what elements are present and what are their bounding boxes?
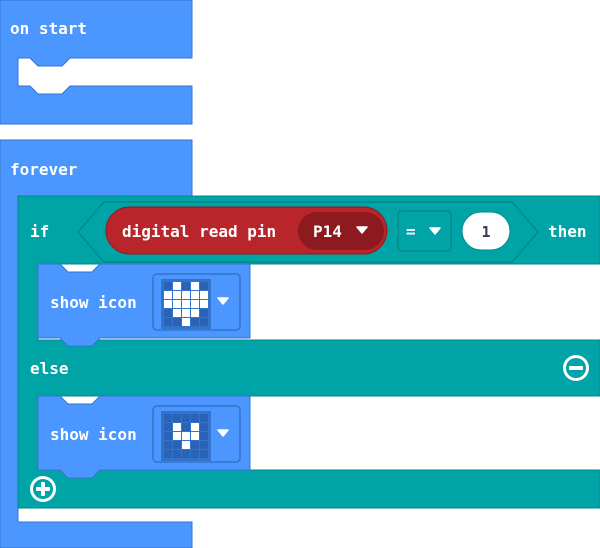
add-else-if-button[interactable] [30, 476, 56, 502]
led-off [164, 414, 172, 422]
led-on [182, 291, 190, 299]
led-on [182, 300, 190, 308]
led-on [182, 309, 190, 317]
led-off [200, 432, 208, 440]
show-icon-block-then[interactable]: show icon [37, 263, 251, 347]
pin-value: P14 [313, 222, 342, 241]
small-heart-icon [161, 411, 211, 461]
led-off [200, 423, 208, 431]
led-on [191, 423, 199, 431]
led-off [200, 450, 208, 458]
led-on [182, 441, 190, 449]
remove-else-button[interactable] [563, 355, 589, 381]
forever-block[interactable]: forever [0, 139, 193, 548]
pin-dropdown[interactable]: P14 [298, 212, 384, 250]
led-off [164, 423, 172, 431]
led-on [173, 282, 181, 290]
operator-dropdown[interactable]: = [397, 210, 452, 252]
chevron-down-icon [217, 429, 229, 437]
plus-icon [36, 482, 50, 496]
on-start-block[interactable]: on start [0, 0, 193, 125]
compare-value-input[interactable]: 1 [461, 211, 511, 251]
led-on [200, 291, 208, 299]
led-off [200, 414, 208, 422]
led-off [200, 309, 208, 317]
on-start-label: on start [10, 19, 87, 38]
chevron-down-icon [429, 227, 441, 235]
then-label: then [548, 222, 587, 241]
led-off [173, 441, 181, 449]
led-off [182, 414, 190, 422]
led-off [182, 450, 190, 458]
led-on [182, 318, 190, 326]
led-off [200, 318, 208, 326]
led-on [191, 309, 199, 317]
led-on [173, 423, 181, 431]
compare-value: 1 [481, 223, 490, 241]
led-off [164, 282, 172, 290]
led-on [173, 300, 181, 308]
digital-read-pin-label: digital read pin [122, 222, 276, 241]
led-on [173, 309, 181, 317]
led-off [182, 423, 190, 431]
led-off [164, 309, 172, 317]
if-label: if [30, 222, 49, 241]
chevron-down-icon [217, 297, 229, 305]
led-on [200, 300, 208, 308]
led-off [164, 441, 172, 449]
chevron-down-icon [356, 226, 368, 234]
icon-dropdown[interactable] [152, 273, 241, 331]
led-off [164, 432, 172, 440]
led-on [164, 291, 172, 299]
led-off [191, 318, 199, 326]
led-on [191, 282, 199, 290]
if-else-block[interactable]: if then else digital read pin [17, 195, 600, 509]
else-label: else [30, 359, 69, 378]
minus-icon [569, 366, 583, 370]
led-off [191, 450, 199, 458]
show-icon-label: show icon [50, 425, 137, 444]
led-off [200, 441, 208, 449]
led-on [164, 300, 172, 308]
led-off [182, 282, 190, 290]
led-off [191, 441, 199, 449]
operator-value: = [406, 222, 416, 241]
forever-label: forever [10, 160, 77, 179]
led-on [173, 291, 181, 299]
led-off [173, 318, 181, 326]
led-off [191, 414, 199, 422]
show-icon-block-else[interactable]: show icon [37, 395, 251, 479]
led-off [173, 414, 181, 422]
led-on [173, 432, 181, 440]
led-off [173, 450, 181, 458]
led-on [182, 432, 190, 440]
icon-dropdown[interactable] [152, 405, 241, 463]
led-off [164, 450, 172, 458]
led-off [164, 318, 172, 326]
led-off [200, 282, 208, 290]
show-icon-label: show icon [50, 293, 137, 312]
led-on [191, 300, 199, 308]
heart-icon [161, 279, 211, 329]
digital-read-pin-block[interactable]: digital read pin P14 [105, 206, 388, 255]
comparison-block[interactable]: digital read pin P14 = 1 [77, 201, 539, 263]
led-on [191, 432, 199, 440]
led-on [191, 291, 199, 299]
